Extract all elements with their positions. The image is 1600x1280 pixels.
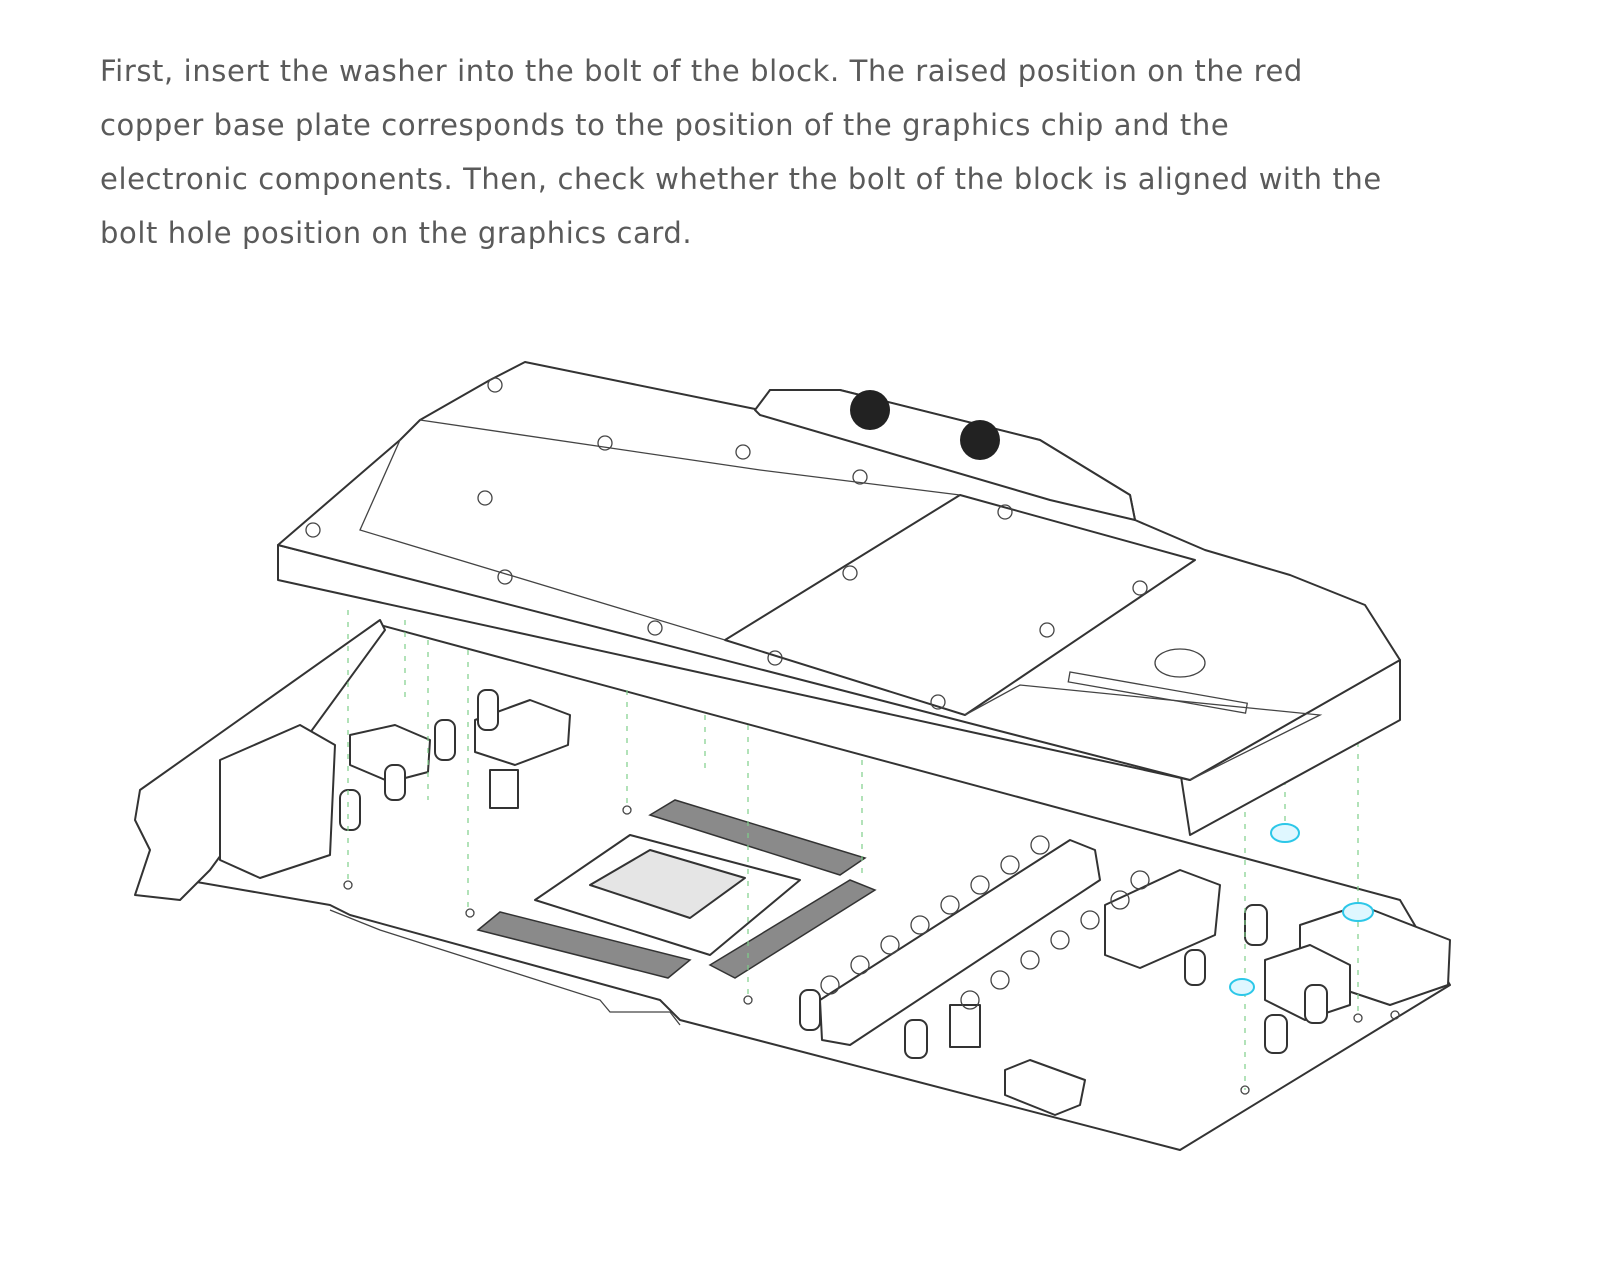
instruction-text: First, insert the washer into the bolt o… <box>100 44 1520 260</box>
instruction-line: bolt hole position on the graphics card. <box>100 216 693 250</box>
water-block <box>277 361 1401 836</box>
choke-block <box>1104 869 1221 969</box>
brand-text-plate <box>1067 671 1249 714</box>
gpu-die <box>589 849 746 919</box>
vrm-heatsink <box>819 839 1101 1046</box>
washer <box>1229 978 1255 996</box>
installation-diagram <box>134 361 1451 1151</box>
instruction-line: copper base plate corresponds to the pos… <box>100 108 1230 142</box>
washer <box>1342 902 1374 922</box>
logo-icon <box>1154 648 1206 678</box>
memory-pad <box>708 879 877 979</box>
graphics-card <box>134 619 1451 1151</box>
port-icon <box>850 390 890 430</box>
memory-pad <box>476 911 692 979</box>
copper-plate-window <box>724 494 1196 716</box>
terminal <box>754 389 1136 521</box>
capacitors <box>339 689 1400 1095</box>
instruction-line: First, insert the washer into the bolt o… <box>100 54 1303 88</box>
washers <box>1229 823 1374 996</box>
small-chip <box>1004 1059 1086 1116</box>
washer <box>1270 823 1300 843</box>
memory-pad <box>648 799 867 876</box>
port-icon <box>960 420 1000 460</box>
instruction-line: electronic components. Then, check wheth… <box>100 162 1382 196</box>
inductor <box>1264 944 1351 1021</box>
alignment-guides <box>347 610 1359 1090</box>
io-component <box>219 724 336 879</box>
